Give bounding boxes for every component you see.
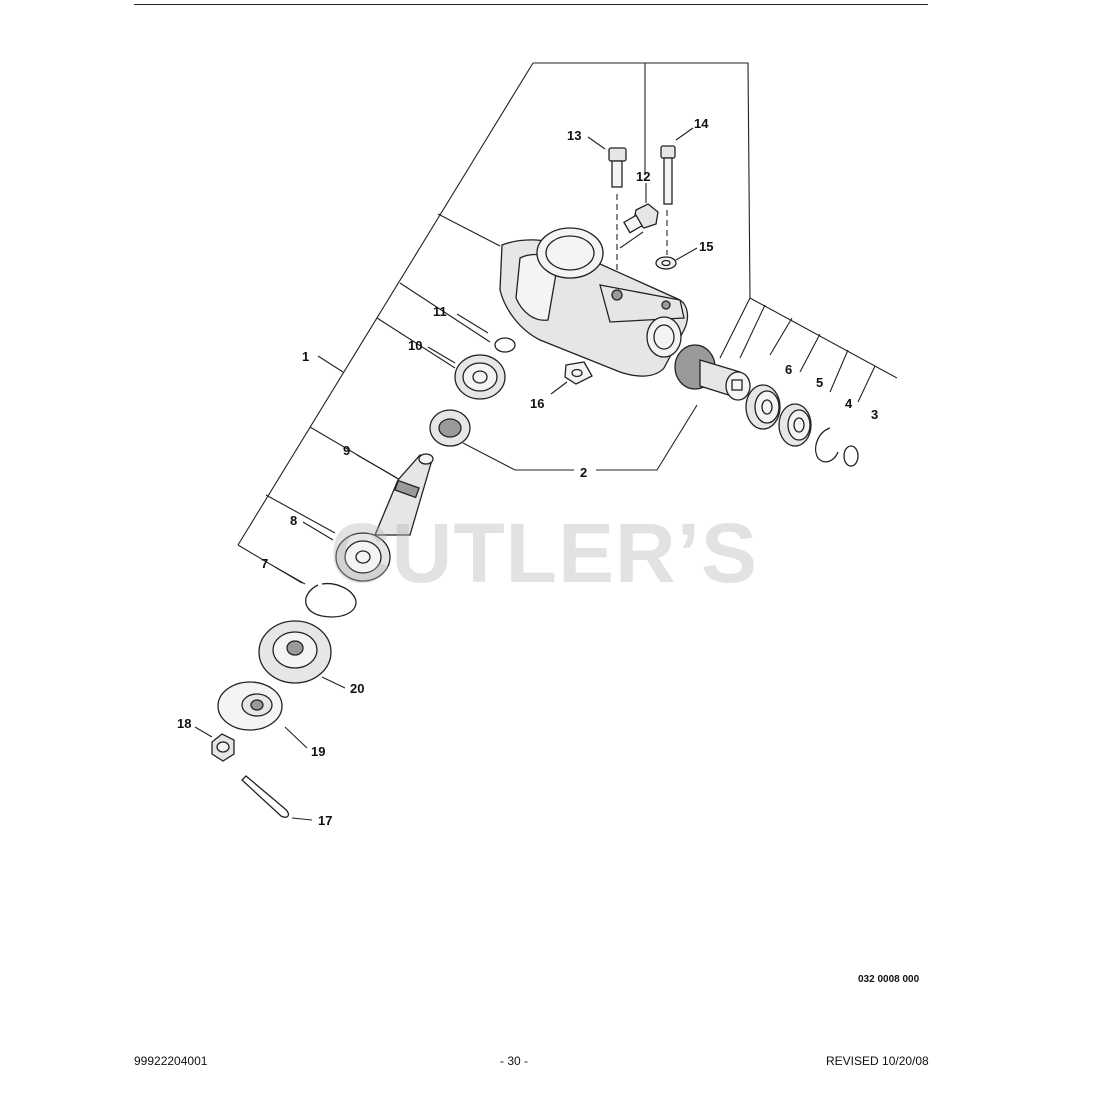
callout-19: 19 [311, 744, 325, 759]
callout-15: 15 [699, 239, 713, 254]
watermark-text: CUTLER’S [330, 506, 758, 600]
callout-20: 20 [350, 681, 364, 696]
needle-bearing-2 [429, 409, 471, 447]
snap-ring-7 [305, 582, 357, 618]
plate-16 [564, 361, 593, 385]
figure-code: 032 0008 000 [858, 974, 920, 985]
ring-11 [494, 337, 516, 353]
shaft-9 [374, 453, 434, 536]
washer-19 [217, 681, 283, 731]
pinion-gear [674, 344, 751, 401]
bearing-10 [454, 354, 506, 400]
callout-16: 16 [530, 396, 544, 411]
callout-17: 17 [318, 813, 332, 828]
callout-12: 12 [636, 169, 650, 184]
screw-12 [623, 203, 659, 234]
callout-8: 8 [290, 513, 297, 528]
footer-part-number: 99922204001 [134, 1054, 208, 1068]
ring-4 [815, 427, 839, 463]
ring-3 [843, 445, 859, 467]
cup-20 [258, 620, 332, 684]
gear-housing [499, 227, 689, 377]
callout-2: 2 [580, 465, 587, 480]
callout-14: 14 [694, 116, 709, 131]
callout-6: 6 [785, 362, 792, 377]
callout-18: 18 [177, 716, 191, 731]
bearing-8 [335, 532, 391, 582]
cotter-pin-17 [241, 775, 290, 818]
callout-3: 3 [871, 407, 878, 422]
callout-1: 1 [302, 349, 309, 364]
callout-11: 11 [433, 304, 447, 319]
washer-15 [655, 256, 677, 270]
callout-7: 7 [261, 556, 268, 571]
footer-page-number: - 30 - [500, 1054, 529, 1068]
bearing-5 [778, 403, 812, 447]
bolt-13 [608, 147, 627, 188]
callout-labels: 1 2 3 4 5 6 7 8 9 10 11 12 13 14 15 16 1… [177, 116, 878, 828]
bearing-6 [745, 384, 781, 430]
top-rule [134, 4, 928, 5]
callout-4: 4 [845, 396, 853, 411]
callout-10: 10 [408, 338, 422, 353]
callout-13: 13 [567, 128, 581, 143]
footer-revised-date: REVISED 10/20/08 [826, 1054, 929, 1068]
leader-lines [194, 62, 898, 821]
bolt-14 [660, 145, 676, 205]
nut-18 [211, 733, 235, 762]
callout-5: 5 [816, 375, 823, 390]
callout-9: 9 [343, 443, 350, 458]
